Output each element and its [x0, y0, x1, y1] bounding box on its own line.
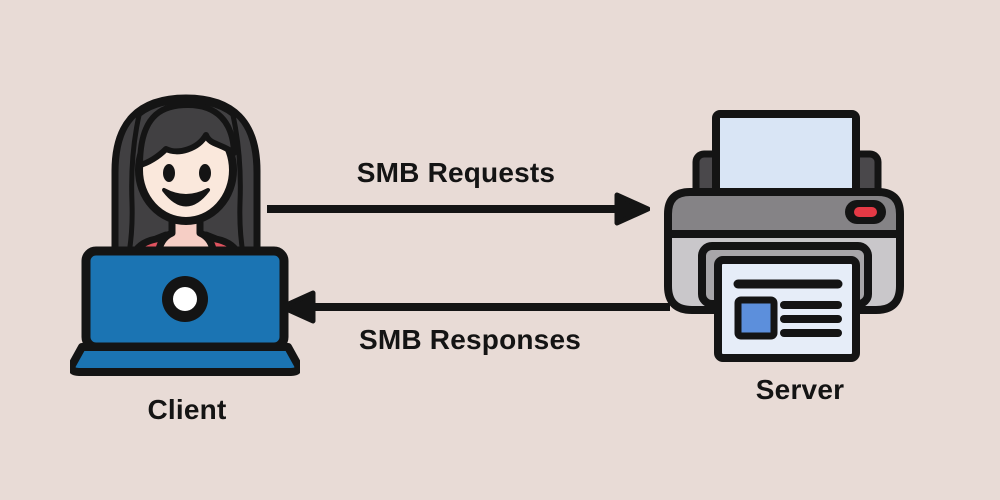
server-icon — [664, 110, 904, 362]
request-arrow — [267, 192, 650, 226]
client-hair-strand-left — [113, 108, 143, 262]
client-laptop-base — [70, 343, 300, 376]
client-mouth — [162, 188, 210, 207]
client-hair-strand-right — [229, 108, 259, 262]
response-arrow — [280, 290, 670, 324]
doc-image-square — [734, 296, 778, 340]
client-hair-fringe — [137, 102, 237, 168]
response-arrowhead — [280, 290, 316, 324]
client-eye-right — [199, 164, 211, 182]
client-label: Client — [147, 394, 227, 425]
client-eye-left — [163, 164, 175, 182]
request-arrowhead — [614, 192, 650, 226]
client-laptop-logo-dot — [173, 287, 197, 311]
response-arrow-label: SMB Responses — [359, 324, 581, 355]
printer-top-paper — [712, 110, 860, 202]
printer-power-button — [854, 207, 877, 217]
printer-top-band — [664, 188, 904, 238]
client-icon — [70, 94, 300, 376]
server-label: Server — [755, 374, 845, 405]
request-arrow-label: SMB Requests — [356, 157, 556, 188]
